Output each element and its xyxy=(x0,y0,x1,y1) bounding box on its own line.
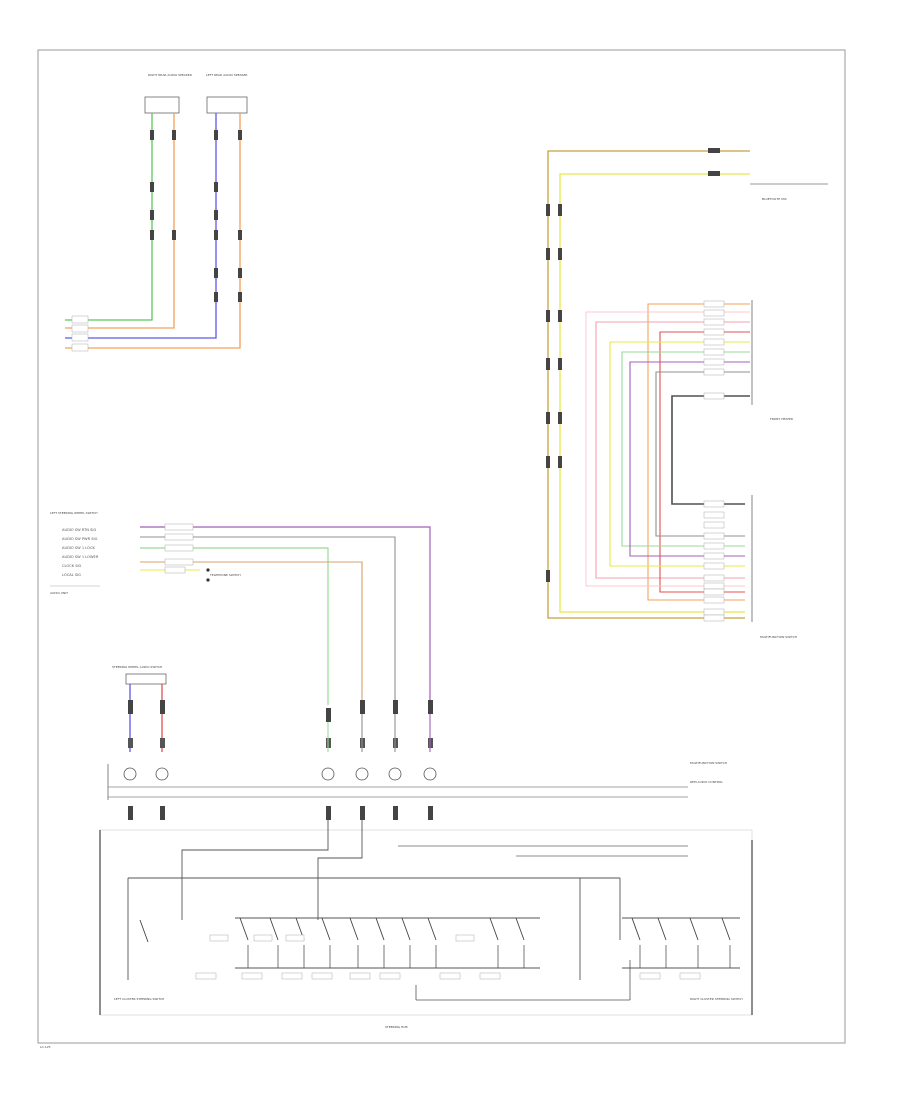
telephone-switch-label: TELEPHONE SWITCH xyxy=(209,573,241,577)
diagram-code: LC-125 xyxy=(40,1045,51,1049)
wire-gold-bt xyxy=(547,150,750,619)
wire-blue-lr xyxy=(65,113,217,339)
left-rear-speaker-connector xyxy=(206,96,248,114)
wire-pink-fh xyxy=(595,321,750,579)
wire-orange-lr xyxy=(65,113,241,349)
wire-yellow-bt xyxy=(559,173,750,613)
steering-audio-connector xyxy=(125,673,167,685)
multifunction-label: MULTIFUNCTION SWITCH xyxy=(760,635,797,639)
wire-yellow-fh xyxy=(609,341,750,567)
wire-green-au xyxy=(140,547,329,705)
wire-gray-fh xyxy=(655,371,750,537)
diagram-frame xyxy=(37,49,846,1044)
audio-mode-5: CLOCK SIG xyxy=(62,564,82,568)
bluetooth-mic-label: BLUETOOTH MIC xyxy=(762,197,787,201)
wire-gray-au xyxy=(140,536,396,700)
right-upper-harness: BLUETOOTH MIC FRONT HEATER MULTIFUNCTION… xyxy=(546,148,828,639)
wire-orange-rr xyxy=(65,113,175,329)
left-cluster-label: LEFT CLUSTER STEERING SWITCH xyxy=(114,997,164,1001)
switch-contacts xyxy=(139,917,731,943)
left-switch-group-label: LEFT STEERING WHEEL SWITCH xyxy=(50,511,97,515)
audio-mode-4: AUDIO SW 1 LOWER xyxy=(62,555,99,559)
right-rear-speaker-label: RIGHT REAR AUDIO SPEAKER xyxy=(148,73,192,77)
audio-unit-label: AUDIO UNIT xyxy=(50,591,68,595)
wire-green-rr xyxy=(65,113,153,321)
audio-mode-1: AUDIO SW RTN SIG xyxy=(62,528,96,532)
wire-palepink-fh xyxy=(585,311,750,587)
right-cluster-label: RIGHT CLUSTER STEERING SWITCH xyxy=(690,997,743,1001)
steering-audio-switch-label: STEERING WHEEL AUDIO SWITCH xyxy=(112,665,162,669)
audio-mode-6: LOCAL SIG xyxy=(62,573,81,577)
steering-wheel-section: STEERING WHEEL AUDIO SWITCH MULTIFUNCTIO… xyxy=(99,665,753,1029)
multifunction-switch-label: MULTIFUNCTION SWITCH xyxy=(690,761,727,765)
front-heater-label: FRONT HEATER xyxy=(770,417,793,421)
wire-orange-au xyxy=(140,561,363,705)
wire-dark-fh xyxy=(671,395,750,505)
wire-orange-fh xyxy=(647,303,750,601)
rem-audio-label: REM AUDIO CONTROL xyxy=(690,780,723,784)
audio-mode-3: AUDIO SW 1 LOCK xyxy=(62,546,96,550)
wire-green-fh xyxy=(621,351,750,547)
audio-mode-2: AUDIO SW PWR SIG xyxy=(62,537,98,541)
wire-violet-au xyxy=(140,526,431,700)
wire-violet-fh xyxy=(629,361,750,557)
steering-hub-panel xyxy=(99,829,753,1016)
steering-hub-label: STEERING HUB xyxy=(385,1025,408,1029)
left-rear-speaker-label: LEFT REAR AUDIO SPEAKER xyxy=(206,73,247,77)
rear-speaker-connectors: RIGHT REAR AUDIO SPEAKER LEFT REAR AUDIO… xyxy=(65,73,248,352)
clock-spring-connectors xyxy=(128,700,433,722)
audio-unit: LEFT STEERING WHEEL SWITCH AUDIO SW RTN … xyxy=(50,511,431,705)
right-rear-speaker-connector xyxy=(144,96,180,114)
